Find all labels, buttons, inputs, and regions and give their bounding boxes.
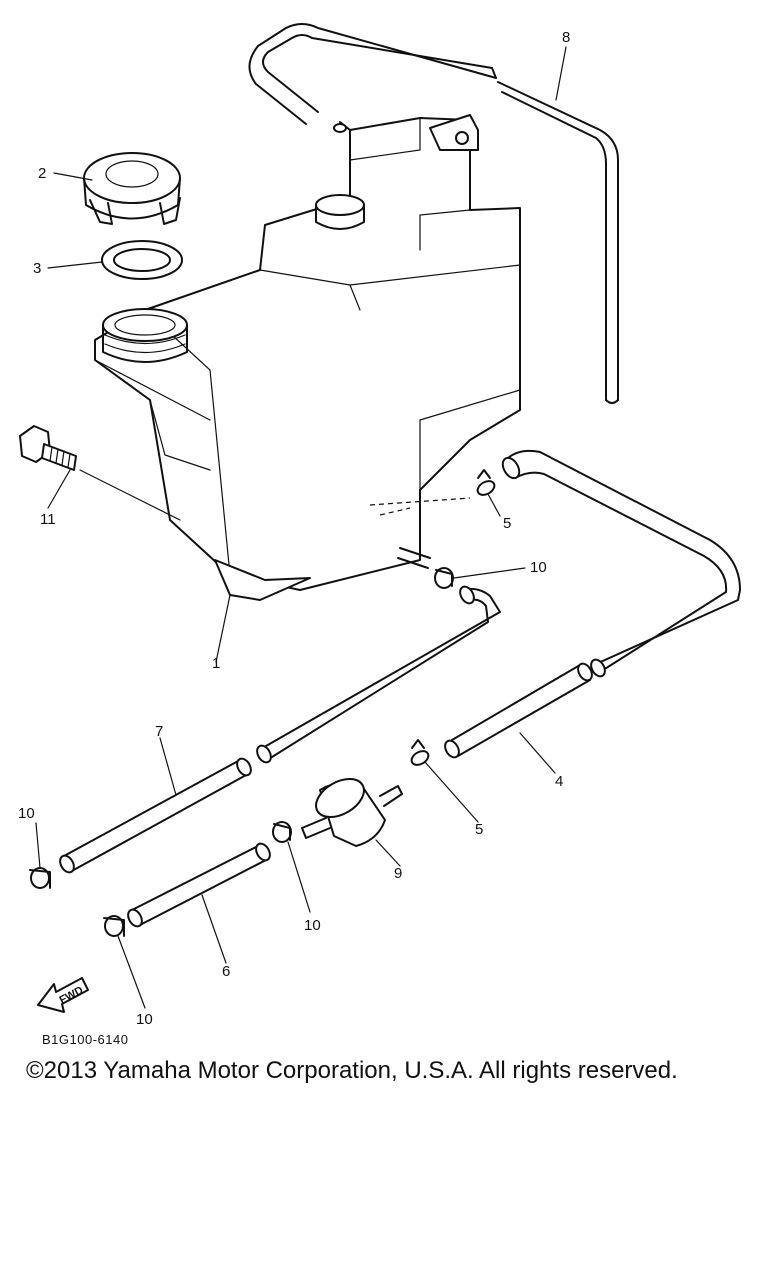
label-10-filter: 10 — [304, 917, 321, 934]
copyright-notice: ©2013 Yamaha Motor Corporation, U.S.A. A… — [26, 1057, 678, 1084]
label-10-left-lower: 10 — [136, 1011, 153, 1028]
seal[interactable] — [101, 240, 183, 280]
parts-diagram: 2 3 8 11 5 10 1 7 4 5 10 9 10 6 10 FWD B… — [18, 23, 741, 1047]
hose-8[interactable] — [248, 23, 619, 404]
bolt[interactable] — [19, 425, 77, 471]
clip-10-left-lower[interactable] — [103, 915, 125, 937]
label-7: 7 — [155, 723, 163, 740]
clip-5-upper[interactable] — [475, 469, 497, 498]
label-10-tank: 10 — [530, 559, 547, 576]
clip-10-filter[interactable] — [272, 821, 292, 843]
label-5-lower: 5 — [475, 821, 483, 838]
cap[interactable] — [83, 152, 181, 225]
label-3: 3 — [33, 260, 41, 277]
leader-clip-upper — [369, 497, 471, 506]
label-9: 9 — [394, 865, 402, 882]
label-2: 2 — [38, 165, 46, 182]
label-10-left-upper: 10 — [18, 805, 35, 822]
clip-10-left-upper[interactable] — [29, 867, 51, 889]
leader-bolt — [79, 469, 181, 521]
hose-7[interactable] — [57, 584, 501, 875]
label-11: 11 — [40, 511, 56, 528]
reservoir-tank[interactable] — [94, 114, 521, 601]
label-1: 1 — [212, 655, 220, 672]
fwd-label: FWD — [58, 984, 86, 1006]
fwd-arrow-icon: FWD — [37, 977, 89, 1013]
clip-10-tank[interactable] — [434, 567, 454, 589]
label-5-upper: 5 — [503, 515, 511, 532]
label-6: 6 — [222, 963, 230, 980]
label-8: 8 — [562, 29, 570, 46]
callout-leaders — [35, 46, 567, 1009]
fuel-filter[interactable] — [301, 771, 403, 847]
hose-6[interactable] — [125, 841, 272, 929]
hose-4[interactable] — [442, 449, 741, 760]
drawing-code: B1G100-6140 — [42, 1032, 128, 1047]
label-4: 4 — [555, 773, 563, 790]
clip-5-lower[interactable] — [409, 739, 431, 768]
